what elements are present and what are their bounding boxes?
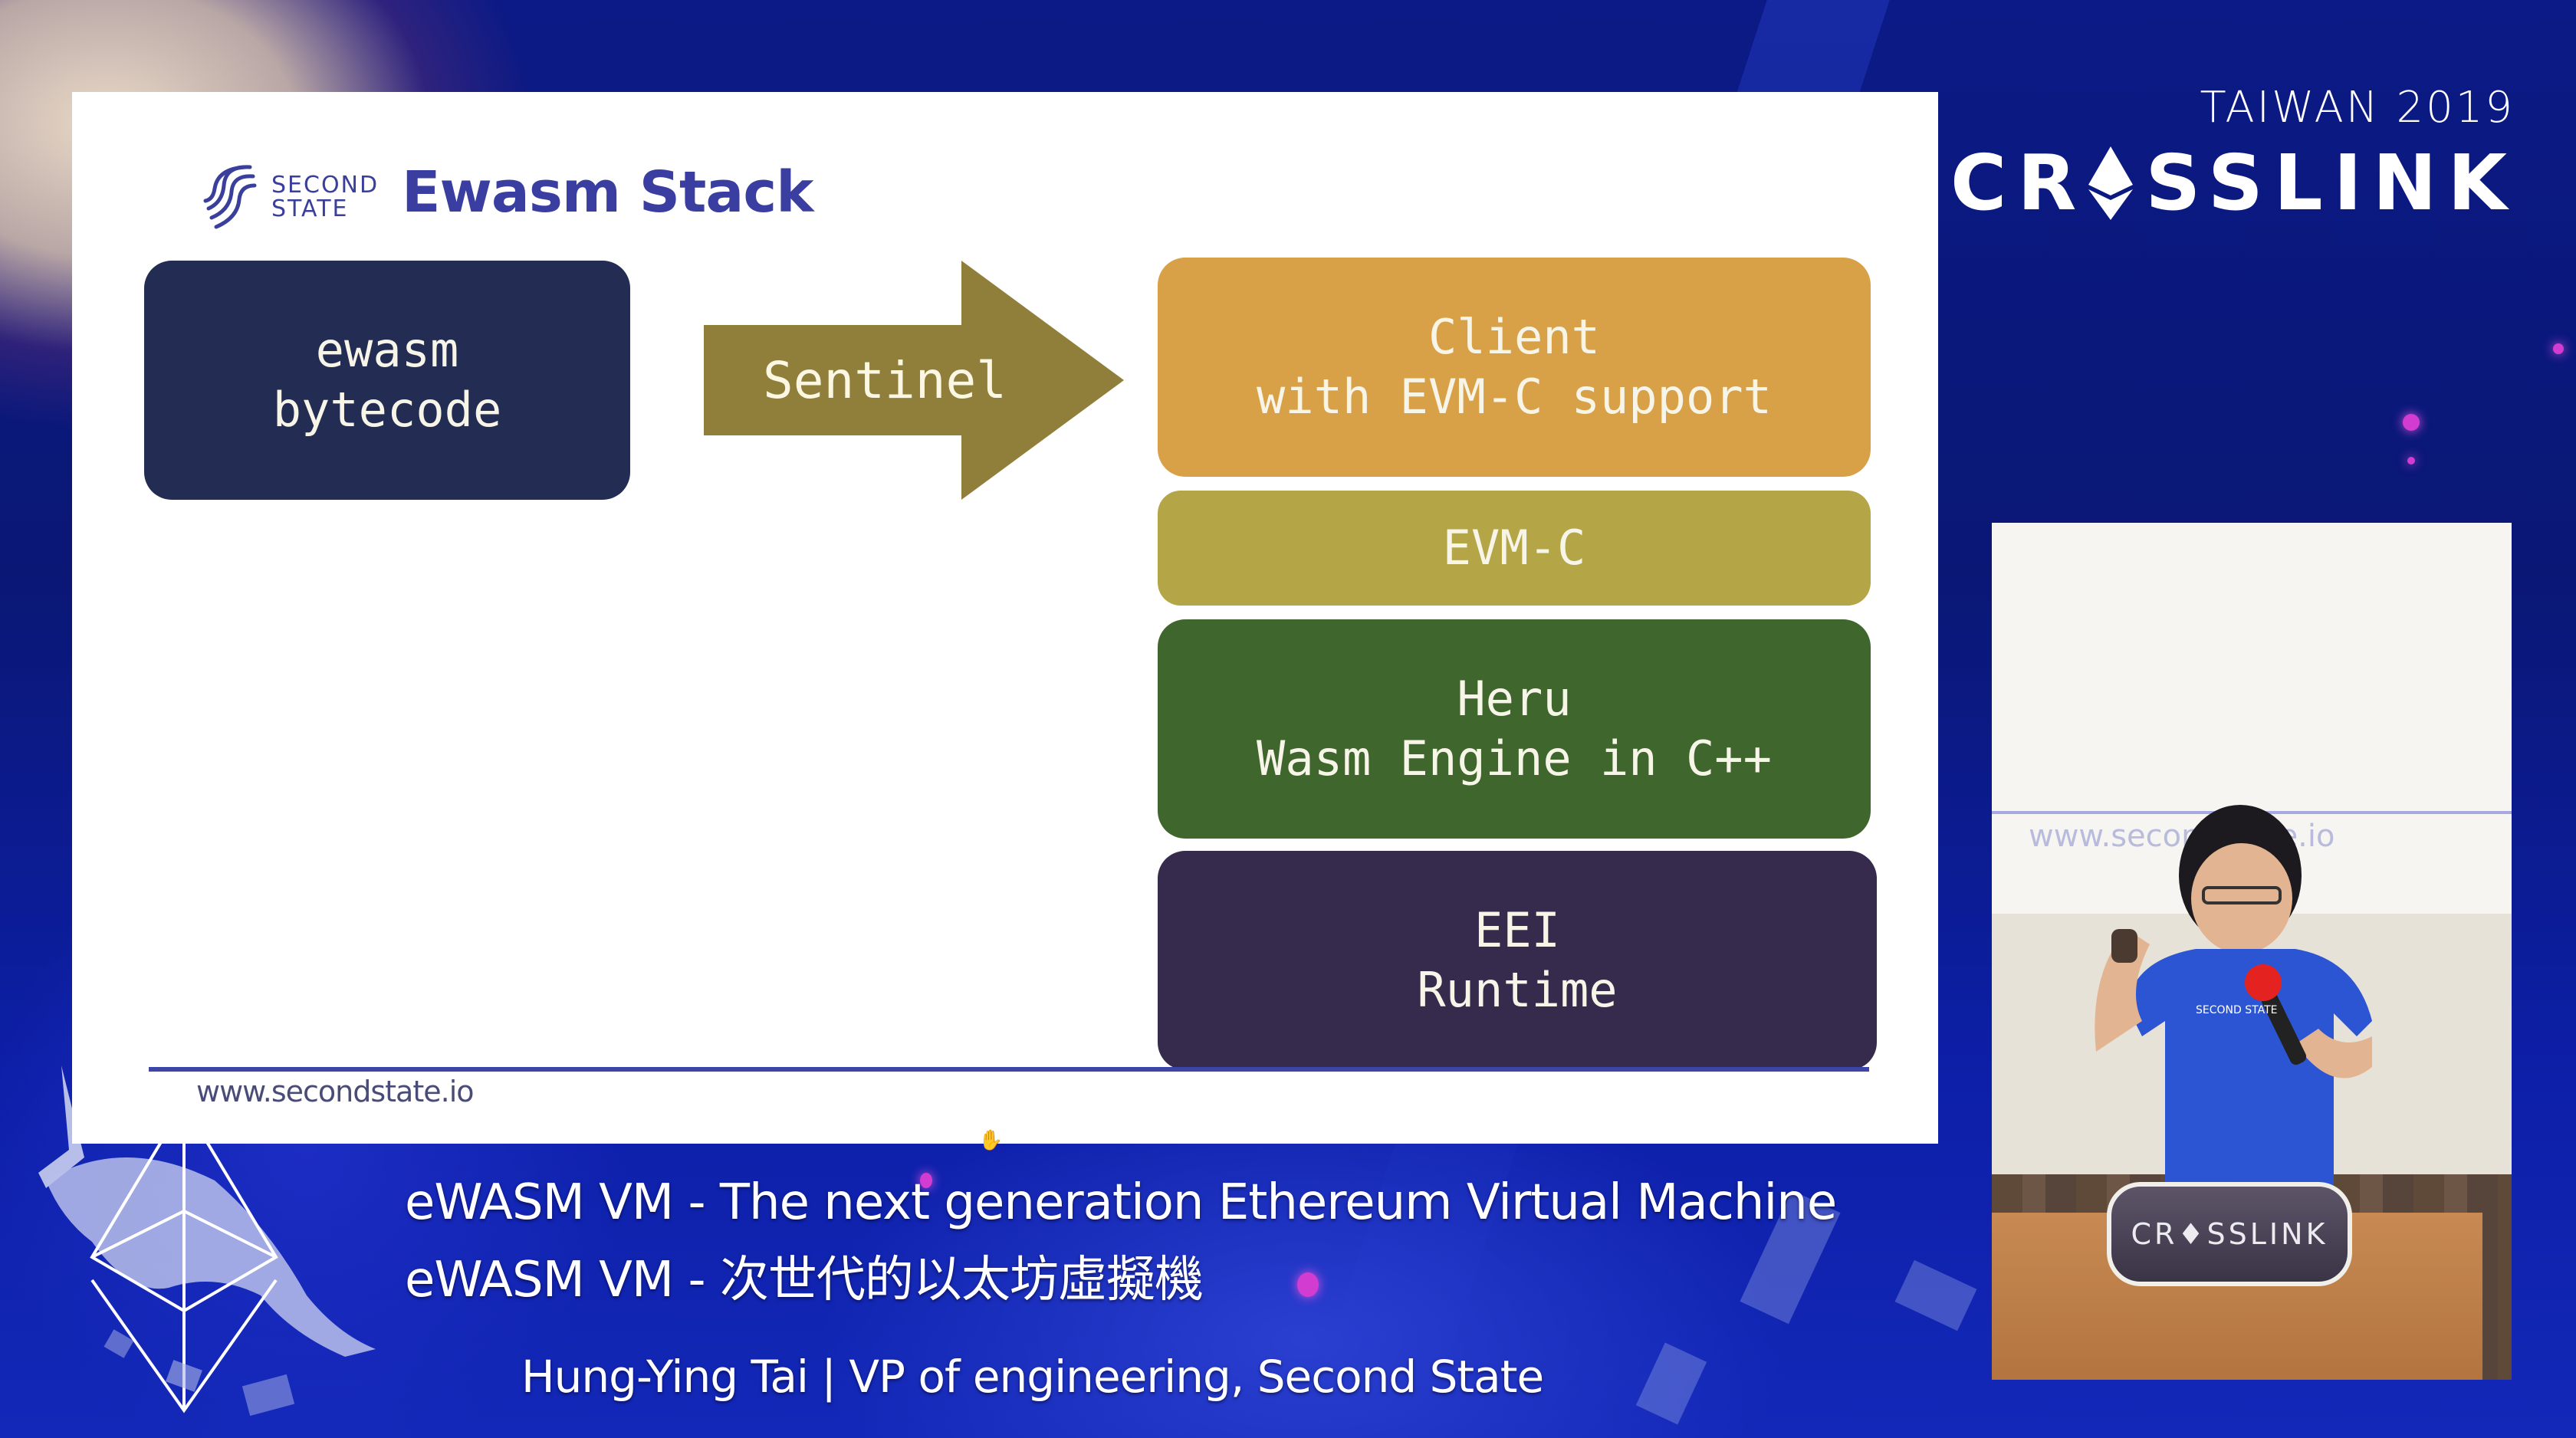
slide-title: Ewasm Stack xyxy=(402,159,813,225)
background-spark xyxy=(2403,414,2420,431)
stack-layer-heru: Heru Wasm Engine in C++ xyxy=(1158,619,1871,839)
slide-footer-url: www.secondstate.io xyxy=(196,1075,474,1108)
speaker-camera-feed: www.secondstate.io SECOND STATE CR♦SSLIN… xyxy=(1992,523,2512,1380)
box-label-line: Heru xyxy=(1457,671,1572,727)
event-year: TAIWAN 2019 xyxy=(2200,83,2515,133)
stack-layer-eei-runtime: EEI Runtime xyxy=(1158,851,1877,1070)
logo-line-1: SECOND xyxy=(271,172,380,199)
box-label-line: bytecode xyxy=(272,382,502,438)
logo-line-2: STATE xyxy=(271,195,349,222)
box-label-line: EEI xyxy=(1474,902,1560,958)
box-label-line: Wasm Engine in C++ xyxy=(1257,730,1772,786)
background-spark xyxy=(2407,457,2415,465)
svg-text:SECOND STATE: SECOND STATE xyxy=(2196,1004,2277,1016)
speaker-figure: SECOND STATE xyxy=(2095,805,2372,1220)
background-spark xyxy=(2553,343,2564,354)
hand-cursor-icon: ✋ xyxy=(978,1128,1004,1151)
second-state-logo: SECOND STATE xyxy=(202,163,379,231)
stack-layer-evmc: EVM-C xyxy=(1158,491,1871,606)
background-spark xyxy=(920,1173,932,1188)
box-label-line: Client xyxy=(1428,309,1600,365)
talk-title-english: eWASM VM - The next generation Ethereum … xyxy=(405,1174,1837,1231)
sentinel-label: Sentinel xyxy=(763,350,1007,410)
crosslink-logo: CR SSLINK xyxy=(1950,138,2518,228)
ethereum-diamond-icon xyxy=(2088,146,2134,220)
logo-wordmark: SECOND STATE xyxy=(271,173,379,221)
box-label-line: Runtime xyxy=(1417,962,1618,1018)
ewasm-bytecode-box: ewasm bytecode xyxy=(144,261,630,500)
box-label-line: ewasm xyxy=(315,322,459,378)
background-shard xyxy=(1635,1342,1707,1425)
second-state-logo-icon xyxy=(203,165,257,229)
stack-layer-client: Client with EVM-C support xyxy=(1158,258,1871,477)
slide-footer-divider xyxy=(149,1067,1869,1072)
presentation-slide: SECOND STATE Ewasm Stack ewasm bytecode … xyxy=(72,92,1938,1151)
background-spark xyxy=(1297,1272,1319,1297)
background-shard xyxy=(1894,1259,1977,1331)
podium-crosslink-sign: CR♦SSLINK xyxy=(2107,1182,2352,1286)
sentinel-arrow-icon xyxy=(704,261,1124,500)
box-label-line: EVM-C xyxy=(1442,520,1586,576)
box-label-line: with EVM-C support xyxy=(1257,369,1772,425)
logo-text-part: SSLINK xyxy=(2145,138,2518,228)
unicorn-ethereum-illustration xyxy=(38,1065,376,1417)
logo-text-part: CR xyxy=(1950,138,2088,228)
talk-title-chinese: eWASM VM - 次世代的以太坊虛擬機 xyxy=(405,1252,1204,1308)
speaker-name-title: Hung-Ying Tai | VP of engineering, Secon… xyxy=(521,1351,1544,1403)
